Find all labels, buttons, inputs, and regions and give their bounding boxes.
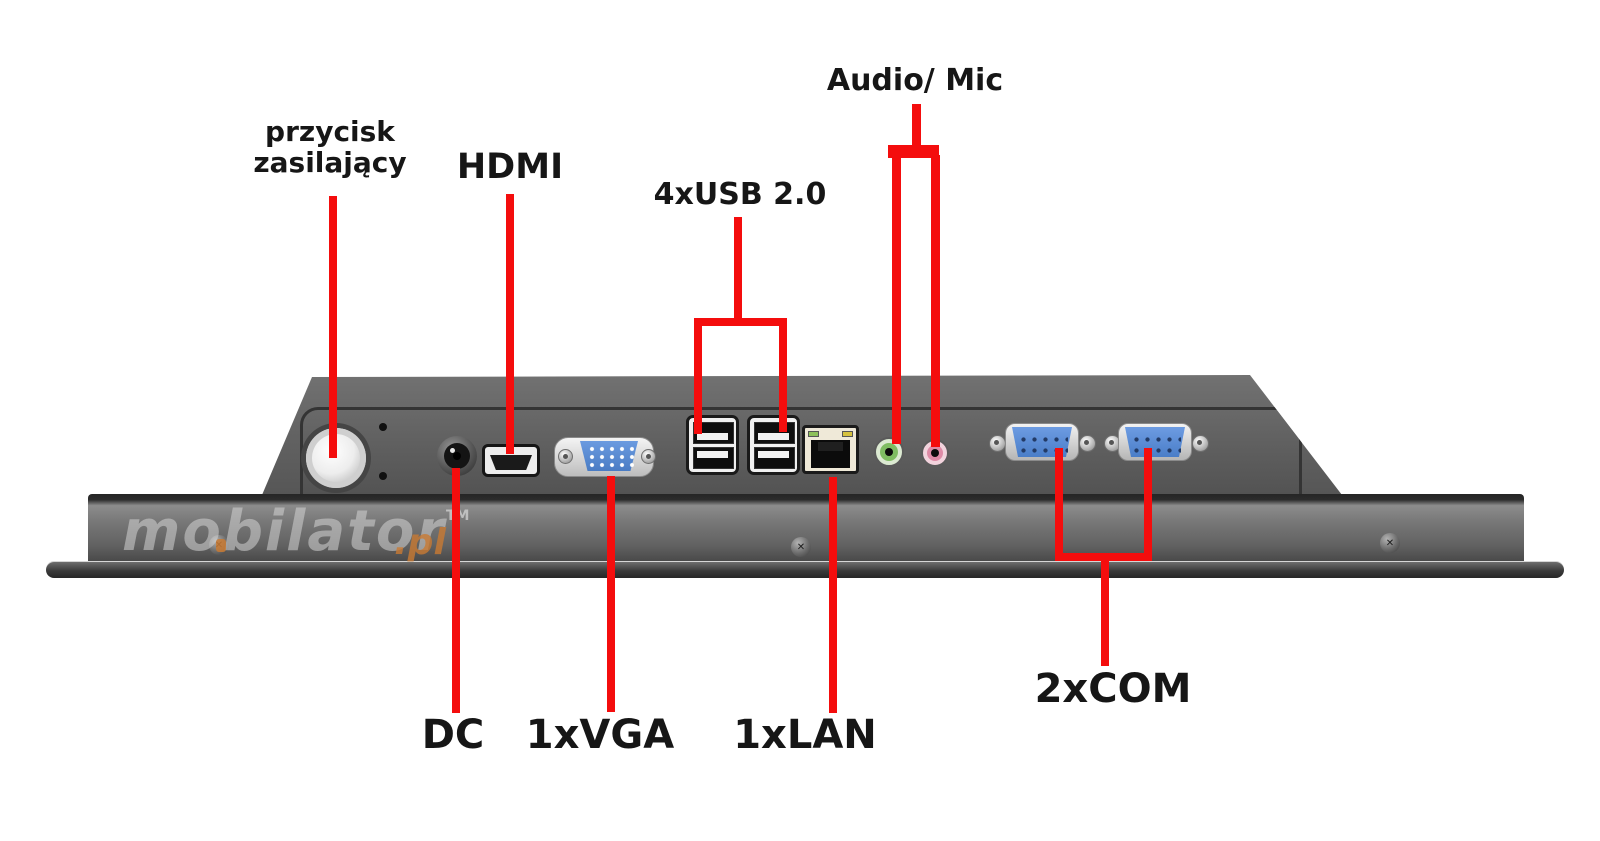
watermark-o-letter: o [182,499,223,564]
usb-leader-right [779,318,787,432]
watermark-logo: mobilatorTM [122,499,469,564]
power-label-line2: zasilający [253,146,407,180]
watermark-suffix: bilator [222,499,446,564]
usb-tongue [697,451,728,458]
watermark-power-dot-icon [215,539,226,552]
usb-port [693,422,734,444]
vga-label: 1xVGA [525,712,675,758]
usb-leader-stem [734,217,742,324]
com-label: 2xCOM [1034,666,1192,712]
usb-port [754,422,795,444]
mic-jack-hole [931,449,939,457]
vga-screw-icon [558,449,573,464]
com1-pins [1016,432,1068,453]
audio-mic-label: Audio/ Mic [826,63,1004,98]
bezel-edge-strip [46,562,1564,578]
power-button-label: przycisk zasilający [215,116,445,179]
com-screw-icon [1192,435,1209,452]
com2-pins [1129,432,1181,453]
panel-hole [379,423,387,431]
screw-icon: ✕ [1380,533,1400,553]
watermark-domain-suffix: .pl [394,522,446,563]
watermark-power-o: o [182,499,226,564]
com-screw-icon [989,435,1006,452]
audio-leader-stem [912,104,921,148]
audio-jack-hole [885,448,893,456]
usb-port [693,447,734,469]
vga-leader-line [607,476,615,712]
audio-leader-bracket [888,145,939,158]
lan-led-green [808,431,819,437]
audio-line-out-jack [874,437,904,467]
dc-label: DC [421,712,485,758]
rj45-step [818,442,843,451]
vga-screw-icon [641,449,656,464]
usb-tongue [697,433,728,440]
usb-leader-left [694,318,702,434]
com2-leader-line [1144,448,1152,560]
hdmi-label: HDMI [456,147,564,187]
usb-label: 4xUSB 2.0 [653,177,827,212]
lan-leader-line [829,477,837,713]
usb-tongue [758,433,789,440]
usb-port [754,447,795,469]
dc-jack-highlight [450,448,455,453]
usb-leader-bracket [694,318,787,326]
com-screw-icon [1079,435,1096,452]
dc-jack-pin [453,452,461,460]
dc-leader-line [452,468,460,713]
usb-port-stack-1 [686,415,739,475]
audio-leader-right [931,155,940,447]
lan-label: 1xLAN [733,712,877,758]
power-label-line1: przycisk [265,115,395,148]
lan-led-yellow [842,431,853,437]
audio-leader-left [892,155,901,444]
panel-hole [379,472,387,480]
vga-pins [586,444,634,468]
com-leader-stem [1101,556,1109,666]
watermark-prefix: m [122,499,183,564]
rj45-opening [811,440,850,468]
screw-icon: ✕ [791,537,811,557]
power-leader-line [329,196,337,458]
usb-tongue [758,451,789,458]
usb-port-stack-2 [747,415,800,475]
hdmi-leader-line [506,194,514,454]
hdmi-slot [490,455,532,470]
lan-port [802,425,859,474]
com1-leader-line [1055,448,1063,560]
